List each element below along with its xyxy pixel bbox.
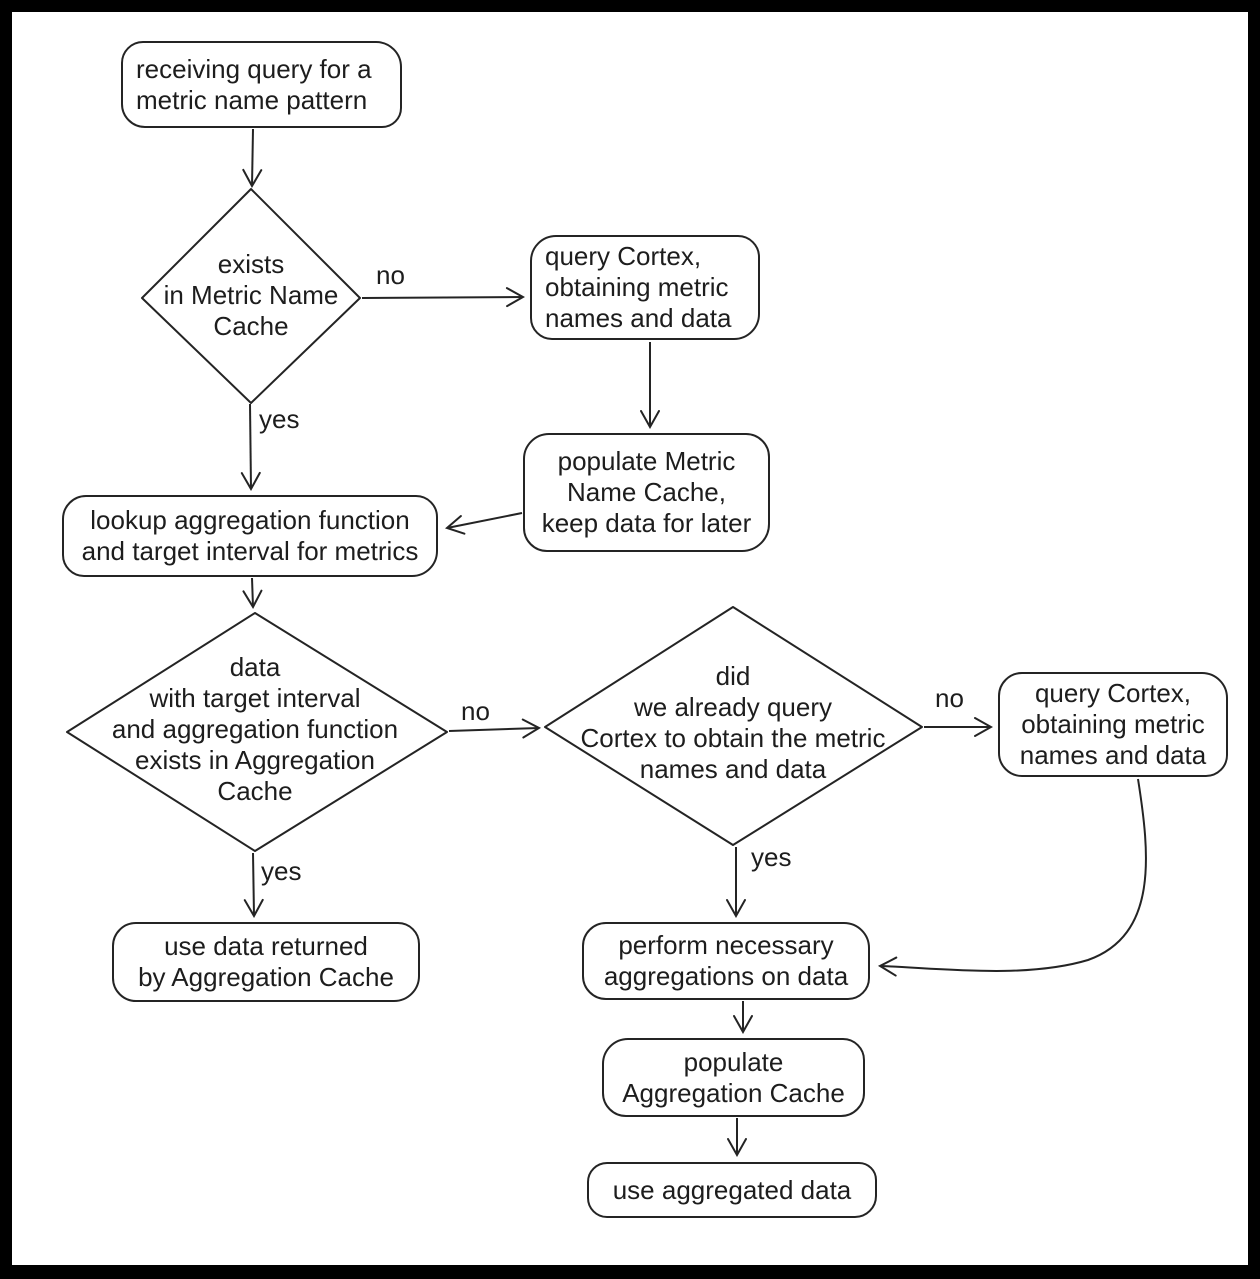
node-populate-agg-cache: populate Aggregation Cache [602, 1038, 865, 1117]
decision-label-already-queried-cortex: did we already query Cortex to obtain th… [580, 661, 886, 784]
node-receive-query: receiving query for a metric name patter… [121, 41, 402, 128]
branch-label-exists-yes: yes [259, 404, 300, 434]
decision-label-exists-in-name-cache: exists in Metric Name Cache [163, 249, 339, 341]
decision-label-data-exists-in-agg-cache: data with target interval and aggregatio… [111, 652, 399, 806]
edge-lookup-to-data-exists [252, 577, 253, 607]
node-populate-name-cache: populate Metric Name Cache, keep data fo… [523, 433, 770, 552]
node-use-aggregated-data: use aggregated data [587, 1162, 877, 1218]
edge-query-cortex-right-to-perform [880, 778, 1147, 971]
edge-receive-to-exists [252, 128, 253, 186]
edge-data-exists-yes-to-use-data [253, 852, 254, 916]
edge-data-exists-no-to-already-queried [448, 728, 539, 731]
branch-label-exists-no: no [376, 260, 405, 290]
node-query-cortex-top: query Cortex, obtaining metric names and… [530, 235, 760, 340]
edge-exists-yes-to-lookup [250, 403, 251, 489]
decision-exists-in-name-cache [141, 188, 361, 404]
branch-label-queried-no: no [935, 683, 964, 713]
decision-data-exists-in-agg-cache [66, 612, 448, 852]
branch-label-queried-yes: yes [751, 842, 792, 872]
decision-already-queried-cortex [544, 606, 923, 846]
branch-label-agg-yes: yes [261, 856, 302, 886]
node-query-cortex-right: query Cortex, obtaining metric names and… [998, 672, 1228, 777]
edge-populate-name-cache-to-lookup [447, 512, 523, 528]
edge-exists-no-to-query-cortex [361, 297, 523, 298]
node-use-agg-cache-data: use data returned by Aggregation Cache [112, 922, 420, 1002]
branch-label-agg-no: no [461, 696, 490, 726]
node-lookup-aggregation: lookup aggregation function and target i… [62, 495, 438, 577]
node-perform-aggregations: perform necessary aggregations on data [582, 922, 870, 1000]
